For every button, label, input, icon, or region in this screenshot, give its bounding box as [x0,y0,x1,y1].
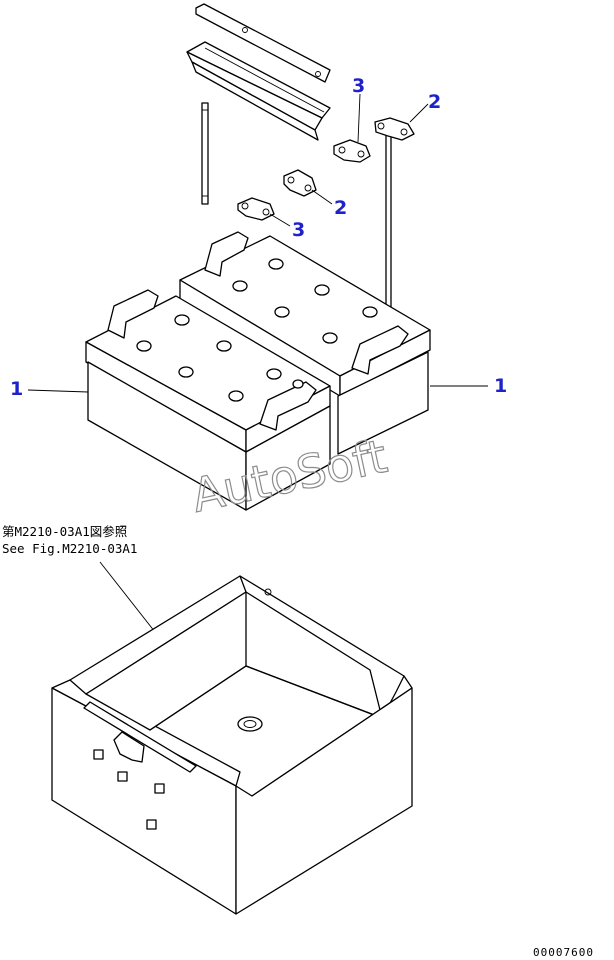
reference-note-jp: 第M2210-03A1図参照 [2,524,127,539]
callout-3-top: 3 [352,75,365,97]
cable-clamp-mid [237,197,275,221]
drawing-code: 00007600 [533,946,594,959]
terminal-clamp-mid [283,169,317,197]
callout-2-mid: 2 [334,197,347,219]
hold-down-bar [195,3,331,83]
battery-left [85,289,331,511]
battery-right [179,231,431,455]
callout-3-mid: 3 [292,219,305,241]
callout-2-top: 2 [428,91,441,113]
long-rod [385,134,392,323]
reference-note-en: See Fig.M2210-03A1 [2,541,137,556]
callout-1-right: 1 [494,375,507,397]
angle-bracket [186,41,331,141]
terminal-clamp-top [374,117,415,141]
long-bolt [201,102,209,205]
cable-clamp-top [333,139,371,163]
battery-box [51,575,413,915]
callout-1-left: 1 [10,378,23,400]
